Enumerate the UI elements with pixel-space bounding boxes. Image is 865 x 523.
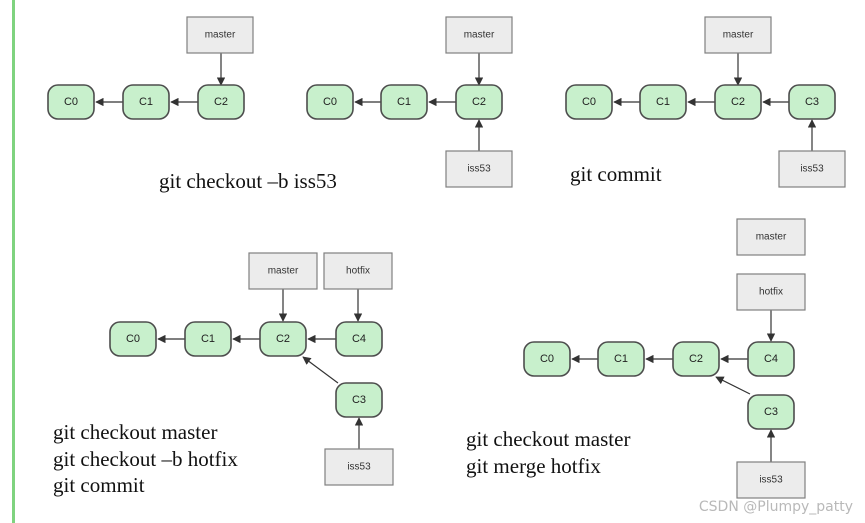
- branch-name: master: [756, 232, 787, 243]
- commit-node-C1: C1: [639, 84, 687, 120]
- branch-label-iss53: iss53: [736, 461, 806, 499]
- commit-id: C1: [656, 96, 670, 108]
- commit-node-C1: C1: [184, 321, 232, 357]
- commit-id: C0: [126, 333, 140, 345]
- branch-label-master: master: [704, 16, 772, 54]
- commit-id: C4: [352, 333, 366, 345]
- commit-id: C3: [352, 394, 366, 406]
- branch-name: iss53: [759, 475, 783, 486]
- branch-name: hotfix: [346, 266, 370, 277]
- commit-node-C0: C0: [47, 84, 95, 120]
- branch-label-hotfix: hotfix: [323, 252, 393, 290]
- commit-id: C1: [397, 96, 411, 108]
- caption-panel-3: git commit: [570, 161, 662, 188]
- caption-line: git commit: [53, 473, 145, 497]
- commit-id: C2: [214, 96, 228, 108]
- commit-id: C1: [614, 353, 628, 365]
- commit-id: C2: [731, 96, 745, 108]
- branch-name: master: [464, 30, 495, 41]
- commit-node-C0: C0: [565, 84, 613, 120]
- commit-id: C0: [540, 353, 554, 365]
- commit-id: C0: [323, 96, 337, 108]
- caption-line: git checkout –b iss53: [159, 169, 337, 193]
- commit-id: C3: [764, 406, 778, 418]
- commit-id: C2: [689, 353, 703, 365]
- branch-name: master: [205, 30, 236, 41]
- commit-id: C0: [582, 96, 596, 108]
- branch-name: iss53: [347, 462, 371, 473]
- commit-id: C3: [805, 96, 819, 108]
- commit-node-C4: C4: [747, 341, 795, 377]
- pointer-arrow: [715, 376, 751, 395]
- branch-name: hotfix: [759, 287, 783, 298]
- caption-panel-2: git checkout –b iss53: [159, 168, 337, 195]
- commit-node-C0: C0: [109, 321, 157, 357]
- commit-node-C2: C2: [259, 321, 307, 357]
- commit-node-C2: C2: [672, 341, 720, 377]
- commit-node-C3: C3: [335, 382, 383, 418]
- commit-node-C2: C2: [455, 84, 503, 120]
- commit-node-C1: C1: [597, 341, 645, 377]
- watermark: CSDN @Plumpy_patty: [698, 499, 853, 515]
- commit-node-C0: C0: [523, 341, 571, 377]
- commit-node-C3: C3: [747, 394, 795, 430]
- branch-name: master: [268, 266, 299, 277]
- caption-line: git commit: [570, 162, 662, 186]
- branch-label-master: master: [186, 16, 254, 54]
- commit-node-C1: C1: [380, 84, 428, 120]
- branch-label-master: master: [736, 218, 806, 256]
- panel-2: master iss53 C0 C1 C2: [306, 16, 513, 188]
- branch-name: iss53: [800, 164, 824, 175]
- commit-node-C2: C2: [197, 84, 245, 120]
- commit-id: C4: [764, 353, 778, 365]
- caption-line: git checkout –b hotfix: [53, 446, 238, 471]
- branch-name: iss53: [467, 164, 491, 175]
- commit-id: C2: [276, 333, 290, 345]
- caption-line: git checkout master: [466, 427, 631, 451]
- commit-id: C2: [472, 96, 486, 108]
- left-border: [12, 0, 15, 523]
- pointer-arrow: [302, 356, 339, 384]
- commit-id: C1: [201, 333, 215, 345]
- commit-node-C3: C3: [788, 84, 836, 120]
- commit-id: C0: [64, 96, 78, 108]
- commit-node-C0: C0: [306, 84, 354, 120]
- commit-node-C1: C1: [122, 84, 170, 120]
- branch-name: master: [723, 30, 754, 41]
- branch-label-master: master: [248, 252, 318, 290]
- caption-panel-5: git checkout master git merge hotfix: [466, 426, 630, 479]
- caption-panel-4: git checkout master git checkout –b hotf…: [53, 419, 238, 499]
- caption-line: git checkout master: [53, 420, 218, 444]
- branch-label-hotfix: hotfix: [736, 273, 806, 311]
- caption-line: git merge hotfix: [466, 453, 601, 478]
- commit-node-C2: C2: [714, 84, 762, 120]
- branch-label-master: master: [445, 16, 513, 54]
- branch-label-iss53: iss53: [445, 150, 513, 188]
- commit-node-C4: C4: [335, 321, 383, 357]
- commit-id: C1: [139, 96, 153, 108]
- branch-label-iss53: iss53: [778, 150, 846, 188]
- branch-label-iss53: iss53: [324, 448, 394, 486]
- panel-3: master iss53 C0 C1 C2 C3: [565, 16, 846, 188]
